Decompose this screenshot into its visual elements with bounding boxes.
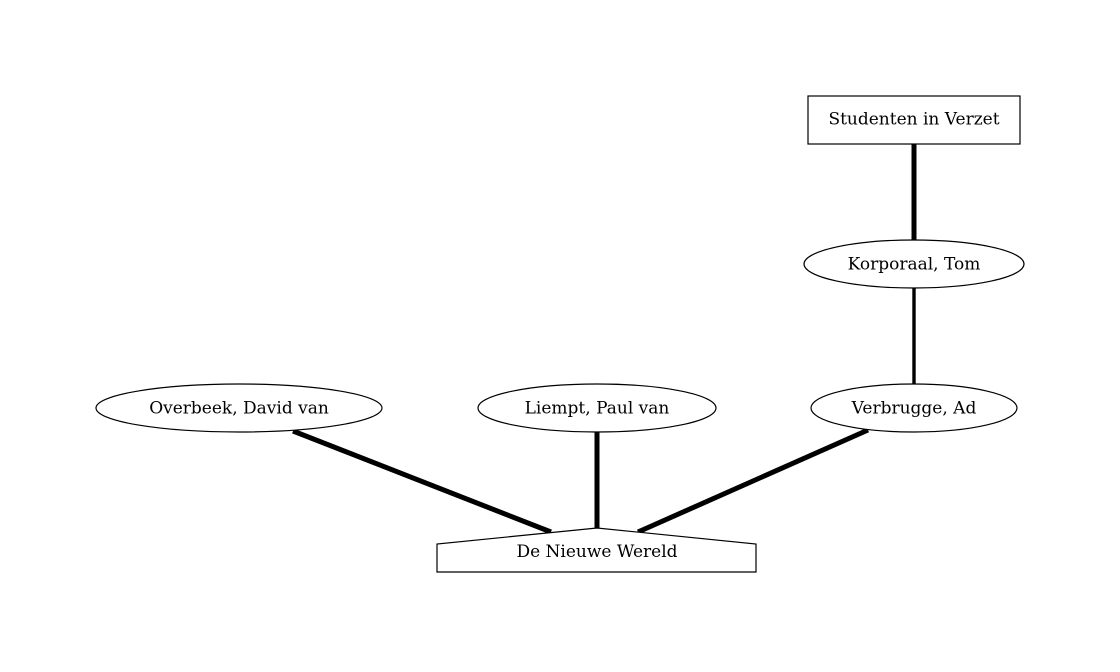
node-studenten-in-verzet[interactable]: Studenten in Verzet — [807, 95, 1021, 145]
node-studenten-shape — [807, 95, 1021, 145]
node-overbeek-shape — [95, 383, 383, 433]
node-verbrugge-shape — [810, 383, 1018, 433]
node-korporaal-shape — [803, 239, 1025, 289]
node-studenten-label: Studenten in Verzet — [828, 110, 999, 130]
node-overbeek-david-van[interactable]: Overbeek, David van — [95, 383, 383, 433]
node-verbrugge-ad[interactable]: Verbrugge, Ad — [810, 383, 1018, 433]
node-korporaal-tom[interactable]: Korporaal, Tom — [803, 239, 1025, 289]
node-de-nieuwe-wereld[interactable]: De Nieuwe Wereld — [436, 527, 757, 573]
edges-layer — [292, 144, 917, 535]
edge-verbrugge-to-nieuwe_wereld — [636, 427, 870, 535]
node-liempt-paul-van[interactable]: Liempt, Paul van — [477, 383, 717, 433]
node-liempt-shape — [477, 383, 717, 433]
node-verbrugge-label: Verbrugge, Ad — [851, 399, 977, 419]
node-nieuwe-wereld-shape — [436, 527, 757, 573]
node-korporaal-label: Korporaal, Tom — [848, 255, 981, 275]
edge-overbeek-to-nieuwe_wereld — [292, 428, 552, 535]
node-nieuwe-wereld-label: De Nieuwe Wereld — [516, 542, 677, 562]
node-overbeek-label: Overbeek, David van — [149, 399, 329, 419]
node-liempt-label: Liempt, Paul van — [525, 399, 670, 419]
